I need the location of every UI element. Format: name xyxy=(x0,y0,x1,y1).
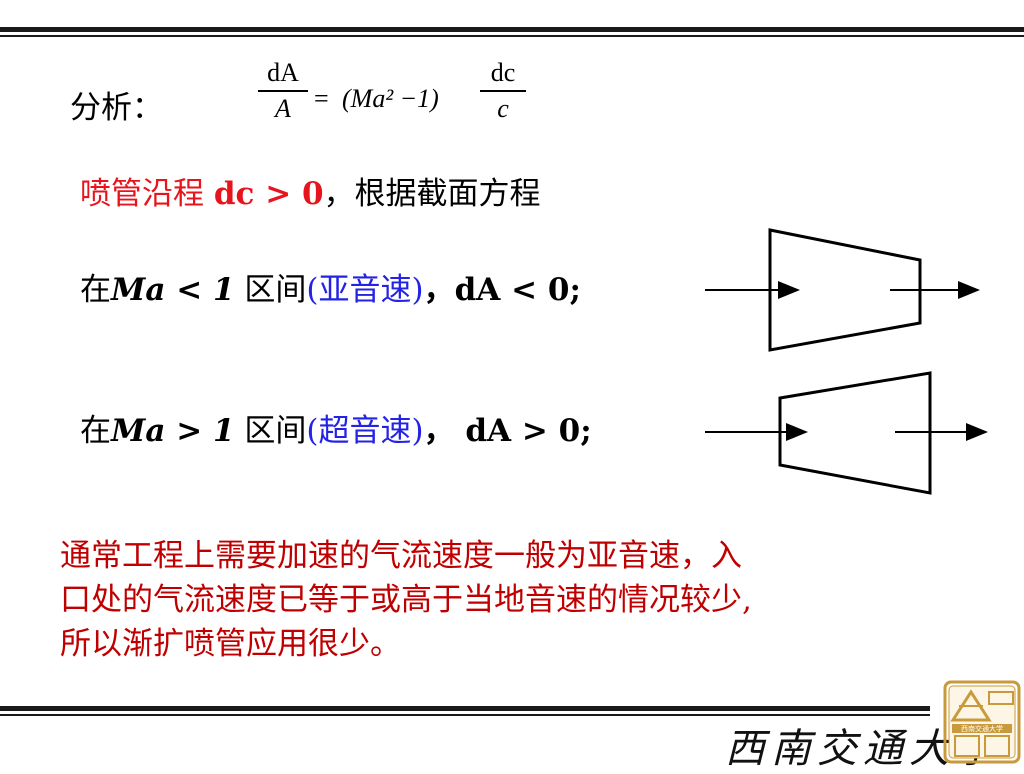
lhs-numerator: dA xyxy=(267,58,299,87)
rhs-denominator: c xyxy=(497,93,509,123)
paragraph-line: 通常工程上需要加速的气流速度一般为亚音速，入 xyxy=(60,538,742,574)
dc-condition: dc > 0 xyxy=(213,176,324,212)
mach-term: (Ma² −1) xyxy=(342,84,439,113)
paragraph-line: 所以渐扩喷管应用很少。 xyxy=(60,626,401,662)
region-text: 区间 xyxy=(234,413,307,449)
area-result: ， dA > 0; xyxy=(423,413,592,449)
supersonic-label: (超音速) xyxy=(306,413,424,449)
area-result: ，dA < 0; xyxy=(423,272,581,308)
section-equation-text: ，根据截面方程 xyxy=(323,176,541,212)
subsonic-label: (亚音速) xyxy=(306,272,424,308)
seal-caption: 西南交通大学 xyxy=(961,724,1003,733)
nozzle-text: 喷管沿程 xyxy=(80,176,214,212)
top-divider xyxy=(0,27,1024,37)
diverging-nozzle-shape xyxy=(778,371,932,495)
converging-nozzle-diagram xyxy=(705,228,980,352)
conclusion-paragraph: 通常工程上需要加速的气流速度一般为亚音速，入 口处的气流速度已等于或高于当地音速… xyxy=(60,534,960,666)
diverging-nozzle-diagram xyxy=(705,371,988,495)
analysis-label: 分析： xyxy=(70,90,163,126)
paragraph-line: 口处的气流速度已等于或高于当地音速的情况较少, xyxy=(60,582,752,618)
equals-sign: = xyxy=(314,84,329,113)
area-velocity-formula: dA A = (Ma² −1) dc c xyxy=(258,58,528,148)
bottom-divider xyxy=(0,706,930,716)
subsonic-line: 在Ma < 1 区间(亚音速)，dA < 0; xyxy=(80,270,581,310)
supersonic-line: 在Ma > 1 区间(超音速)， dA > 0; xyxy=(80,411,592,451)
converging-nozzle-shape xyxy=(768,228,922,352)
mach-condition: Ma < 1 xyxy=(111,272,235,308)
prefix-text: 在 xyxy=(80,272,111,308)
rhs-fraction: dc c xyxy=(480,58,526,124)
university-seal-icon: 西南交通大学 xyxy=(943,680,1021,764)
rhs-numerator: dc xyxy=(490,58,516,87)
mach-condition: Ma > 1 xyxy=(111,413,235,449)
lhs-fraction: dA A xyxy=(258,58,308,124)
region-text: 区间 xyxy=(234,272,307,308)
nozzle-condition-line: 喷管沿程 dc > 0，根据截面方程 xyxy=(80,174,541,214)
prefix-text: 在 xyxy=(80,413,111,449)
lhs-denominator: A xyxy=(275,93,291,123)
